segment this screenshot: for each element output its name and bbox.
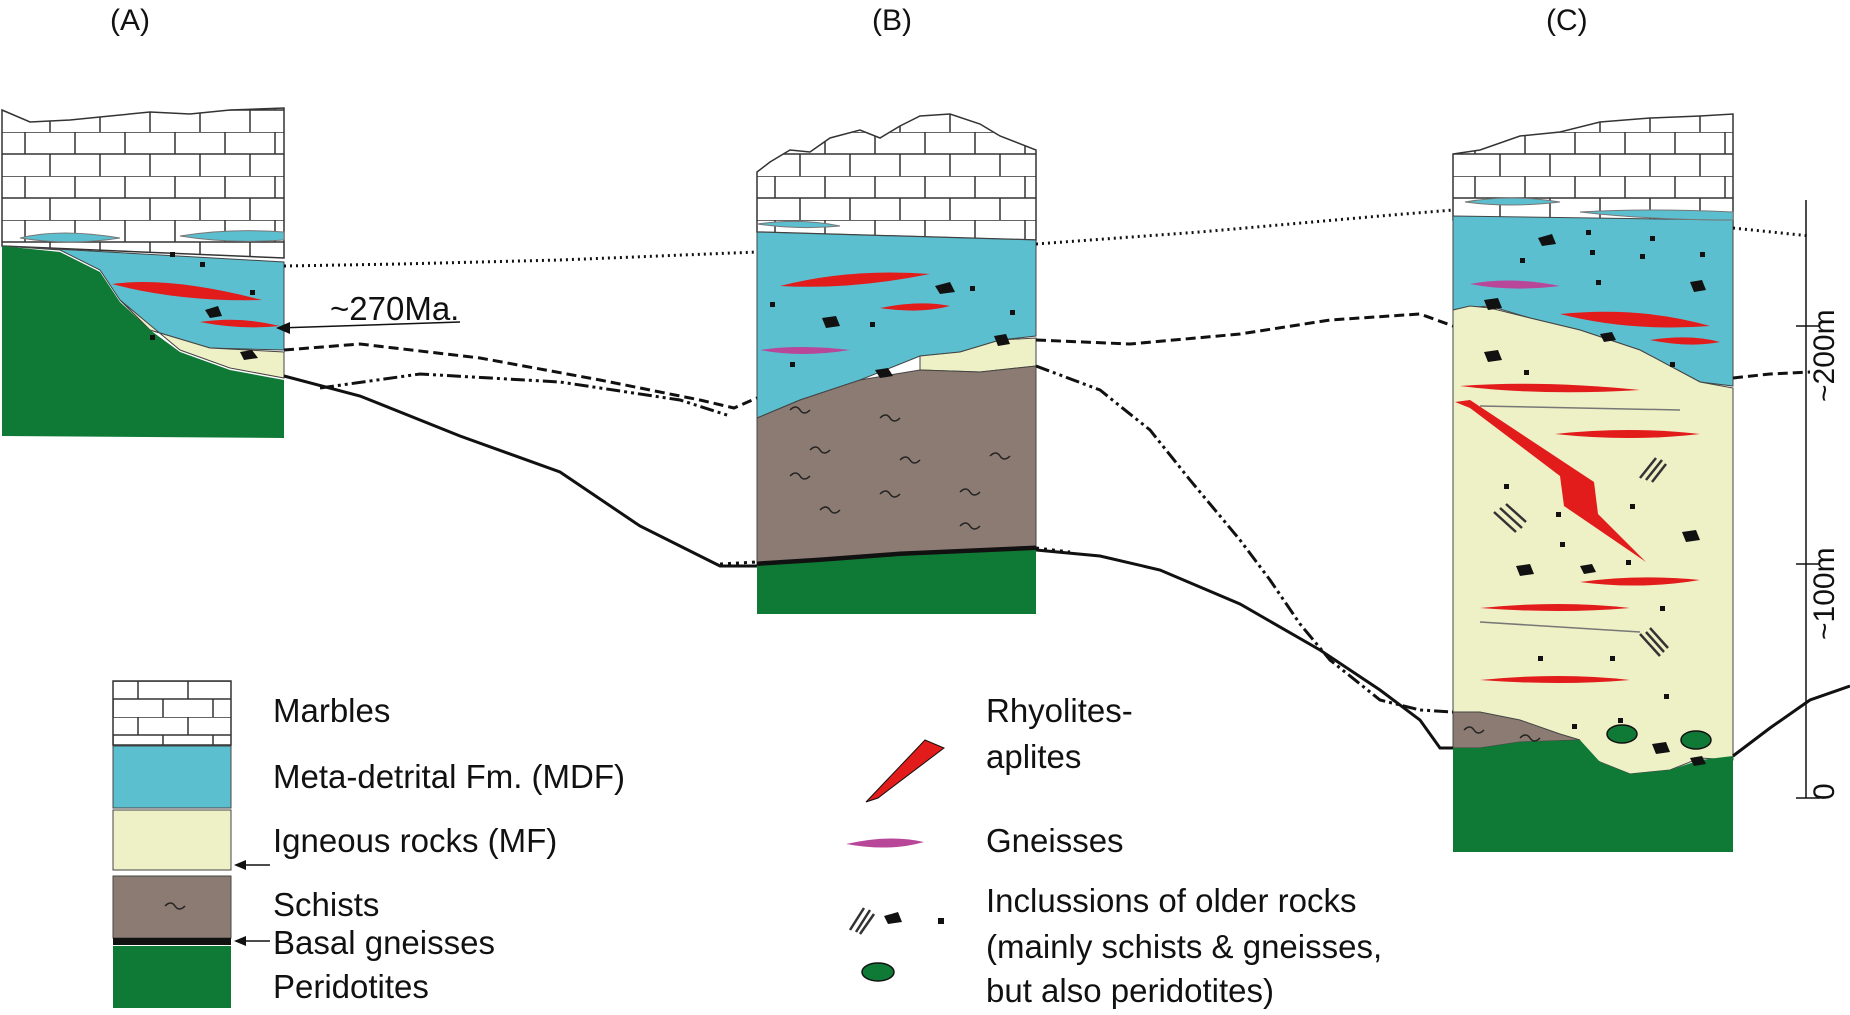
- scale-tick-100: ~100m: [1808, 547, 1841, 640]
- scale-tick-0: 0: [1808, 783, 1841, 800]
- inclusion-icon: [875, 368, 893, 378]
- correlation-dotted: [283, 208, 1811, 268]
- legend-swatch-marbles: [112, 680, 232, 746]
- inclusion-dot: [1010, 310, 1015, 315]
- inclusion-icon: [1538, 234, 1556, 246]
- legend-inclusion-icons: [848, 907, 944, 935]
- legend-swatch-basal: [113, 938, 231, 945]
- column-c-rhyolite: [1480, 604, 1630, 611]
- legend-gneiss-icon: [846, 838, 924, 848]
- age-annotation: ~270Ma.: [330, 290, 460, 327]
- column-c: [1452, 113, 1734, 852]
- legend-label-igneous: Igneous rocks (MF): [273, 822, 558, 859]
- scale-bar: [1796, 200, 1820, 799]
- legend-swatch-schists: [112, 875, 232, 939]
- column-a-gneiss-lens: [19, 232, 121, 243]
- legend-label-rhyolites-1: Rhyolites-: [986, 692, 1133, 729]
- inclusion-icon: [1484, 350, 1502, 362]
- legend-label-inclusions-1: Inclussions of older rocks: [986, 882, 1357, 919]
- column-a-marble: [1, 107, 285, 259]
- peridotite-inclusion-icon: [1680, 730, 1712, 750]
- column-c-peridotite: [1453, 740, 1733, 852]
- column-c-rhyolite: [1580, 577, 1700, 586]
- legend-label-gneisses: Gneisses: [986, 822, 1124, 859]
- annotation-arrow: [276, 321, 461, 334]
- legend-peridotite-inclusion-icon: [861, 962, 895, 982]
- inclusion-dot: [250, 290, 255, 295]
- correlation-solid: [283, 374, 1850, 758]
- column-c-rhyolite: [1460, 383, 1640, 393]
- inclusion-icon: [994, 334, 1010, 346]
- column-b-title: (B): [872, 4, 912, 37]
- legend-swatch-peridotites: [113, 946, 231, 1008]
- legend-label-rhyolites-2: aplites: [986, 738, 1082, 775]
- legend-label-basal: Basal gneisses: [273, 924, 495, 961]
- inclusion-icon: [1516, 564, 1534, 576]
- column-b-rhyolite: [880, 303, 950, 311]
- inclusion-dot: [970, 286, 975, 291]
- column-a-gneiss-lens: [179, 230, 285, 242]
- legend-swatch-mdf: [112, 745, 232, 809]
- column-a-rhyolite: [200, 319, 280, 328]
- scale-tick-200: ~200m: [1808, 309, 1841, 402]
- correlation-dash-dot: [319, 364, 1454, 714]
- inclusion-icon: [1484, 298, 1502, 310]
- column-a-rhyolite: [112, 282, 262, 301]
- legend-label-inclusions-2: (mainly schists & gneisses,: [986, 928, 1383, 965]
- inclusion-dot: [870, 322, 875, 327]
- legend: [112, 680, 945, 1008]
- column-c-rhyolite: [1480, 676, 1630, 683]
- legend-label-inclusions-3: but also peridotites): [986, 972, 1274, 1009]
- schist-fragment-icon: [1493, 457, 1669, 657]
- column-a-peridotite: [2, 246, 284, 438]
- column-b-marble: [756, 113, 1037, 241]
- column-c-gneiss: [1470, 280, 1560, 289]
- legend-rhyolite-icon: [865, 739, 945, 803]
- inclusion-icon: [240, 350, 258, 360]
- inclusion-icon: [1600, 332, 1616, 342]
- inclusion-icon: [1652, 742, 1670, 754]
- inclusion-icon: [1690, 280, 1706, 292]
- column-b-peridotite: [757, 550, 1036, 614]
- column-c-rhyolite: [1560, 311, 1710, 328]
- column-b-basal-gneiss: [756, 545, 1037, 567]
- inclusion-dot: [150, 335, 155, 340]
- column-c-mdf-lens: [1579, 209, 1734, 221]
- column-a-igneous: [119, 299, 285, 379]
- column-c-inclusions: [1484, 230, 1706, 766]
- column-c-rhyolite: [1650, 337, 1720, 345]
- column-a-title: (A): [110, 4, 150, 37]
- inclusion-dot: [200, 262, 205, 267]
- inclusion-dot: [770, 302, 775, 307]
- legend-swatch-igneous: [112, 809, 232, 871]
- legend-label-schists: Schists: [273, 886, 380, 923]
- inclusion-icon: [1580, 564, 1596, 574]
- inclusion-dot: [170, 252, 175, 257]
- inclusion-icon: [1690, 756, 1706, 766]
- column-c-mdf-lens: [1464, 197, 1561, 206]
- inclusion-icon: [822, 316, 840, 328]
- column-b: [756, 113, 1037, 614]
- column-c-rhyolite-dyke: [1455, 400, 1646, 562]
- column-b-gneiss-lens: [756, 220, 841, 229]
- column-b-rhyolite: [780, 272, 930, 287]
- correlation-lines: [283, 208, 1850, 758]
- legend-label-peridotites: Peridotites: [273, 968, 429, 1005]
- legend-label-marbles: Marbles: [273, 692, 391, 729]
- column-c-title: (C): [1546, 4, 1588, 37]
- peridotite-inclusion-icon: [1606, 724, 1638, 744]
- inclusion-icon: [205, 306, 222, 318]
- column-a: [1, 107, 285, 438]
- column-c-marble: [1452, 113, 1734, 227]
- inclusion-icon: [935, 282, 955, 294]
- schist-marks: [789, 406, 1011, 530]
- column-c-rhyolite: [1555, 430, 1700, 438]
- legend-label-mdf: Meta-detrital Fm. (MDF): [273, 758, 626, 795]
- column-b-gneiss: [760, 347, 850, 354]
- inclusion-dot: [790, 362, 795, 367]
- correlation-dashed: [283, 312, 1811, 410]
- inclusion-icon: [1682, 530, 1700, 542]
